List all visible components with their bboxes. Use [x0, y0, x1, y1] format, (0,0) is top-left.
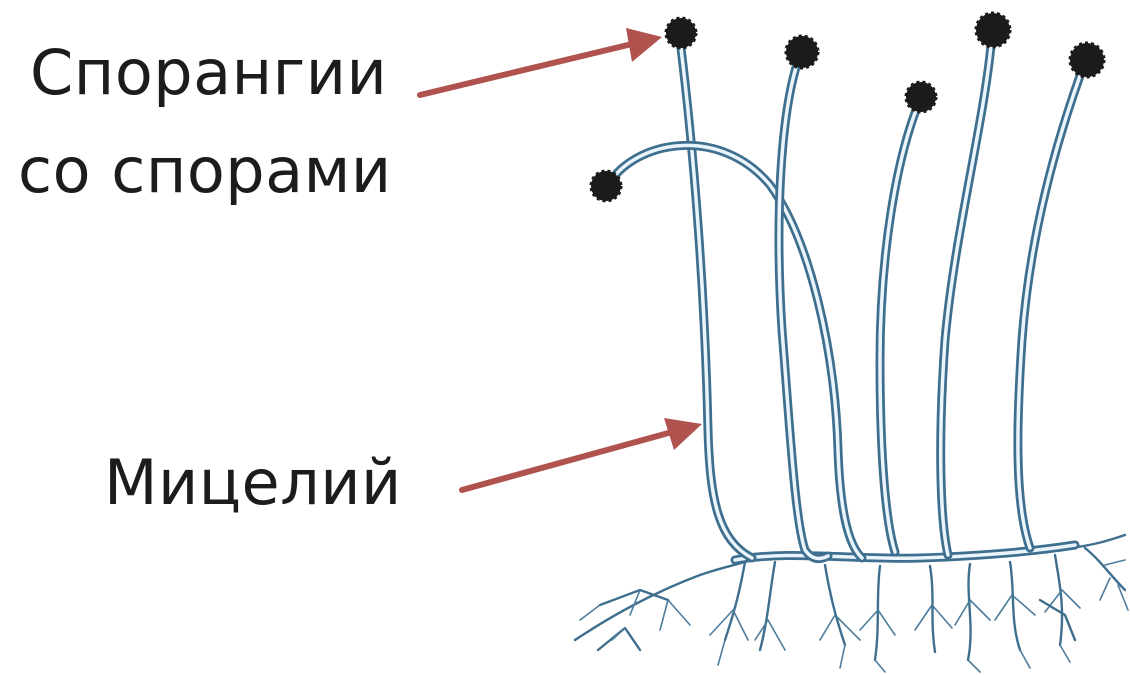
- sporangium: [666, 18, 696, 48]
- sporangium: [906, 82, 936, 112]
- mycelium-arrow: [462, 418, 702, 490]
- stolon: [735, 545, 1075, 560]
- sporangium: [1070, 43, 1104, 77]
- sporangium: [786, 36, 818, 68]
- sporangia-arrow: [420, 28, 662, 95]
- sporangium: [591, 171, 621, 201]
- sporangiophores: [608, 35, 1085, 558]
- sporangia: [591, 13, 1104, 201]
- sporangium: [976, 13, 1010, 47]
